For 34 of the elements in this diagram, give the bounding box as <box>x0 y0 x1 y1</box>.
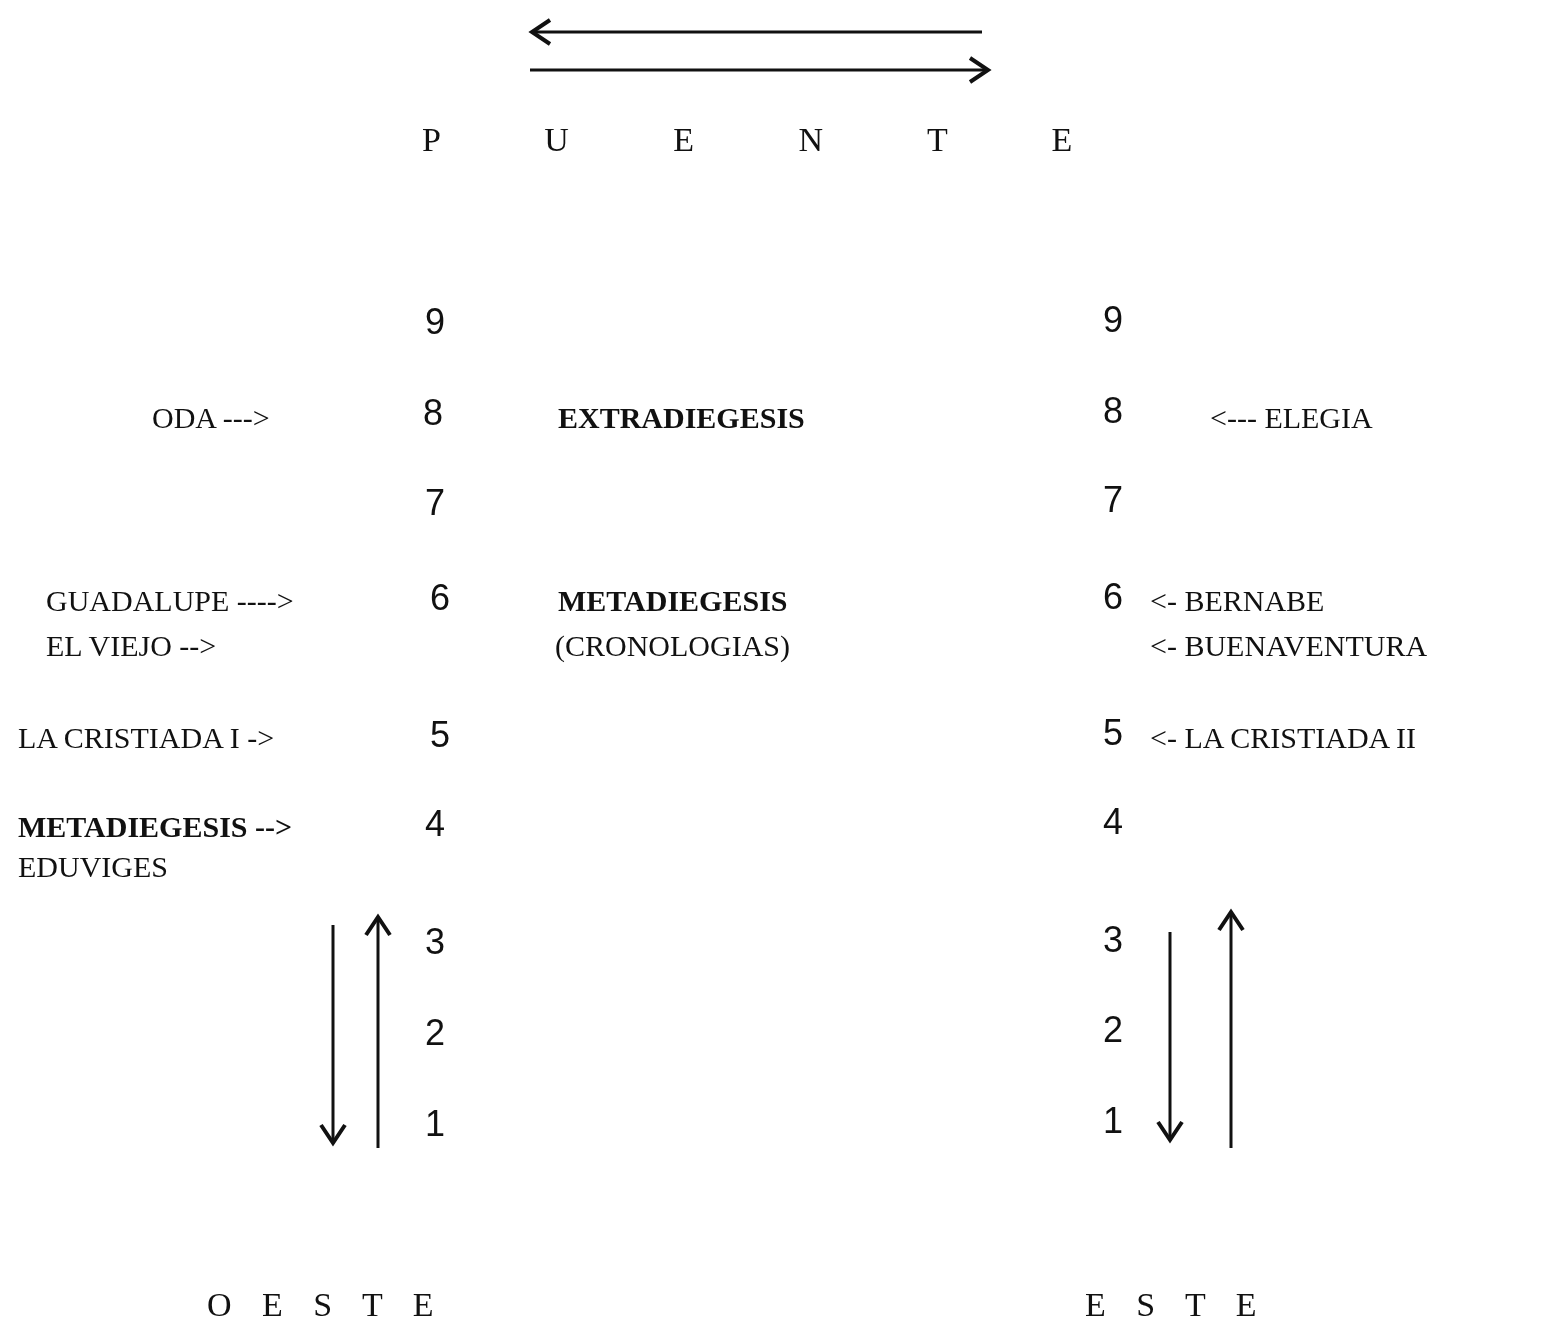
label-text: EL VIEJO --> <box>46 628 217 662</box>
heading-text: P U E N T E <box>422 121 1073 159</box>
level-number: 2 <box>425 1013 446 1053</box>
label-text: (CRONOLOGIAS) <box>555 628 790 662</box>
level-number: 4 <box>1103 802 1124 842</box>
level-number: 5 <box>1103 713 1124 753</box>
label-text: <- LA CRISTIADA II <box>1150 720 1417 754</box>
level-number: 5 <box>430 715 451 755</box>
label-text: EDUVIGES <box>18 849 168 883</box>
level-number: 2 <box>1103 1010 1124 1050</box>
level-number: 1 <box>425 1104 446 1144</box>
label-text: METADIEGESIS <box>558 583 788 617</box>
compass-label: O E S T E <box>207 1286 434 1324</box>
level-number: 4 <box>425 804 446 844</box>
compass-label: E S T E <box>1085 1286 1257 1324</box>
label-text: <- BERNABE <box>1150 583 1325 617</box>
level-number: 9 <box>1103 300 1124 340</box>
level-number: 3 <box>425 922 446 962</box>
level-number: 8 <box>423 393 444 433</box>
level-number: 7 <box>425 483 446 523</box>
label-text: <- BUENAVENTURA <box>1150 628 1428 662</box>
label-text: LA CRISTIADA I -> <box>18 720 275 754</box>
level-number: 8 <box>1103 391 1124 431</box>
level-number: 7 <box>1103 480 1124 520</box>
label-text: ODA ---> <box>152 400 270 434</box>
label-text: GUADALUPE ----> <box>46 583 294 617</box>
level-number: 6 <box>430 578 451 618</box>
label-text: EXTRADIEGESIS <box>558 400 805 434</box>
level-number: 9 <box>425 302 446 342</box>
level-number: 3 <box>1103 920 1124 960</box>
label-text: <--- ELEGIA <box>1210 400 1373 434</box>
level-number: 1 <box>1103 1101 1124 1141</box>
label-text: METADIEGESIS --> <box>18 809 293 843</box>
level-number: 6 <box>1103 577 1124 617</box>
